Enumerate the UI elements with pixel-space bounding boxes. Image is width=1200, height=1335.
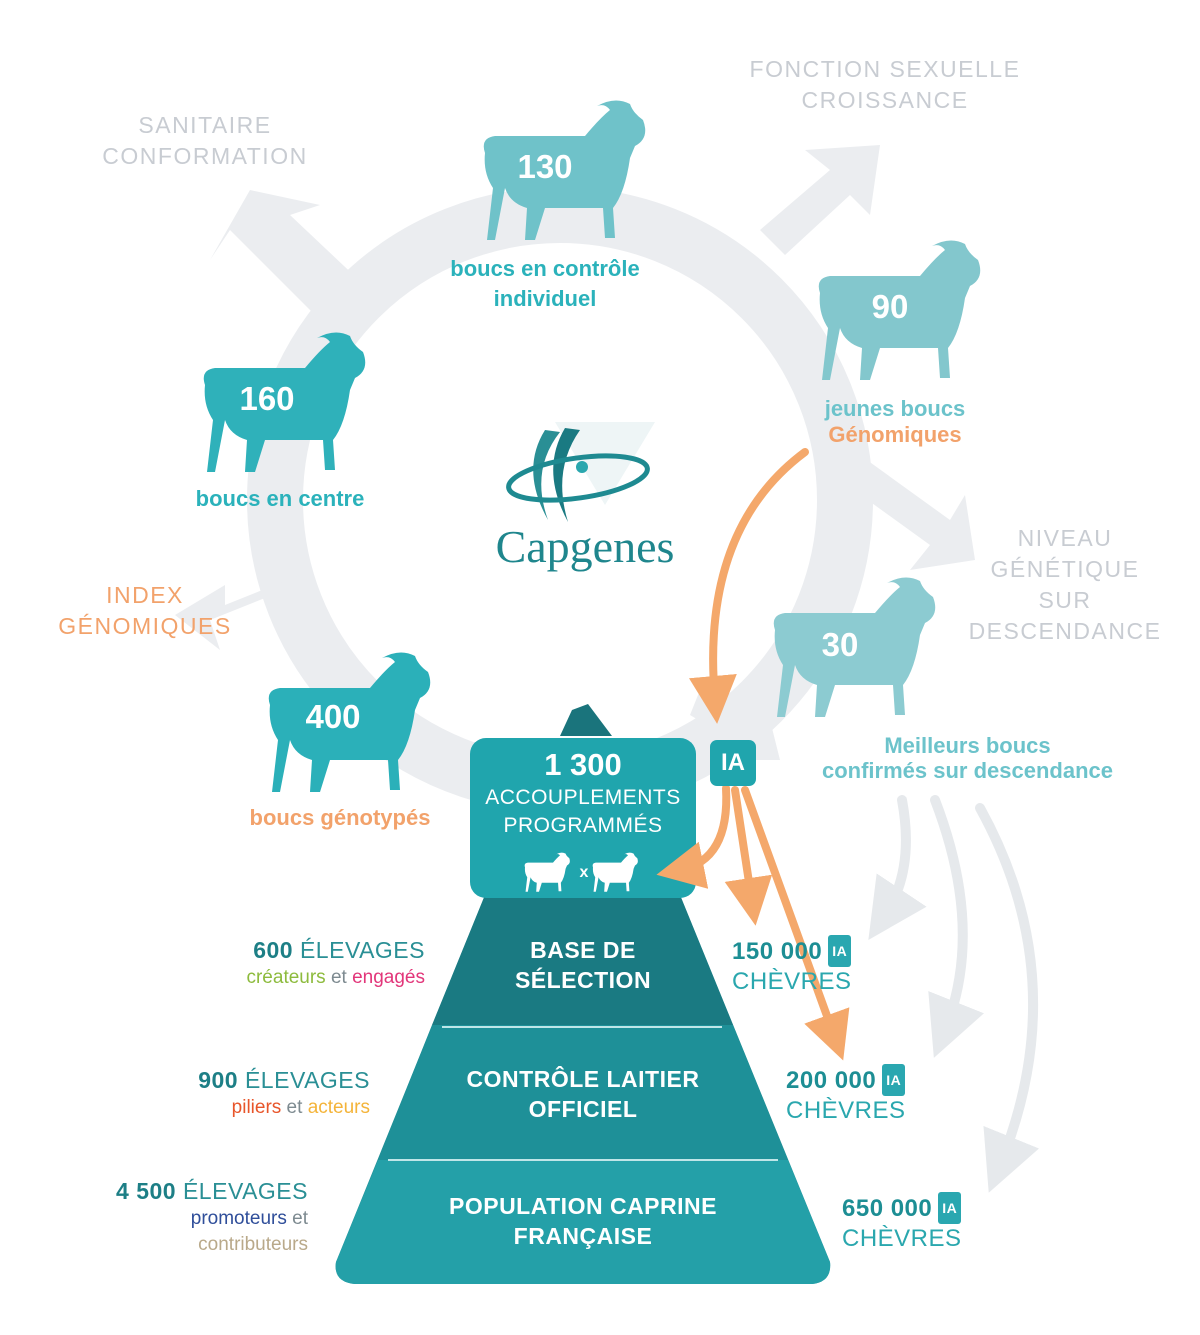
- goat-silhouettes: [203, 100, 981, 892]
- grey-right-arrows: [868, 795, 1040, 1193]
- label-boucs-controle: boucs en contrôle: [450, 256, 640, 281]
- tier1-line1: BASE DE: [530, 937, 636, 963]
- farms-600-word: ÉLEVAGES: [299, 937, 425, 963]
- label-genetique: GÉNÉTIQUE: [990, 556, 1140, 582]
- label-meilleurs-boucs: Meilleurs boucs: [884, 733, 1051, 758]
- label-niveau-genetique: NIVEAU GÉNÉTIQUE SUR DESCENDANCE: [955, 523, 1175, 647]
- farms-900: 900 ÉLEVAGES piliers et acteurs: [100, 1065, 370, 1121]
- pyramid-tier2: [378, 1025, 788, 1160]
- orange-arrows: [656, 448, 850, 1061]
- goats-650000-number: 650 000: [842, 1195, 933, 1222]
- goats-200000-number: 200 000: [786, 1067, 877, 1094]
- sub-contributeurs: contributeurs: [198, 1234, 308, 1255]
- farms-4500-sub1: promoteurs et: [40, 1206, 308, 1232]
- sub-createurs: créateurs: [246, 967, 326, 988]
- farms-900-number: 900: [198, 1067, 239, 1093]
- farms-4500-word: ÉLEVAGES: [182, 1178, 308, 1204]
- cross-symbol: x: [579, 864, 589, 881]
- goat-400-label: boucs génotypés: [220, 805, 460, 831]
- sub-engages: engagés: [352, 967, 425, 988]
- label-genomiques-boucs: Génomiques: [828, 422, 962, 447]
- label-fonction-sexuelle: FONCTION SEXUELLE: [749, 56, 1021, 82]
- tier2-line2: OFFICIEL: [528, 1096, 638, 1122]
- programmes-line2: PROGRAMMÉS: [503, 814, 663, 837]
- label-sanitaire: SANITAIRE: [138, 112, 272, 138]
- farms-4500: 4 500 ÉLEVAGES promoteurs et contributeu…: [40, 1176, 308, 1258]
- goats-650000-word: CHÈVRES: [842, 1225, 962, 1252]
- tier1-line2: SÉLECTION: [514, 967, 652, 993]
- ia-chip-200000: IA: [882, 1064, 906, 1096]
- label-jeunes-boucs: jeunes boucs: [824, 396, 966, 421]
- label-conformation: CONFORMATION: [102, 143, 308, 169]
- label-individuel: individuel: [493, 286, 597, 311]
- label-genomiques: GÉNOMIQUES: [58, 613, 232, 639]
- goats-150000-word: CHÈVRES: [732, 968, 852, 995]
- goat-400-number: 400: [305, 698, 361, 735]
- sub-promoteurs: promoteurs: [190, 1208, 287, 1229]
- sub-et-1: et: [325, 967, 353, 988]
- sub-et-3: et: [286, 1208, 308, 1229]
- label-confirmes-descendance: confirmés sur descendance: [821, 758, 1113, 783]
- ia-chip-150000: IA: [828, 935, 852, 967]
- capgenes-logo-text: Capgenes: [495, 521, 675, 572]
- tier2-line1: CONTRÔLE LAITIER: [466, 1066, 700, 1092]
- ia-badge: IA: [710, 740, 756, 786]
- accouplements-line1: ACCOUPLEMENTS: [485, 786, 681, 809]
- tier2-text: CONTRÔLE LAITIER OFFICIEL: [430, 1064, 736, 1124]
- accouplements-text: 1 300 ACCOUPLEMENTS PROGRAMMÉS: [470, 746, 696, 840]
- farms-4500-number: 4 500: [116, 1178, 177, 1204]
- label-boucs-genotypes: boucs génotypés: [249, 805, 431, 830]
- label-fonction-croissance: FONCTION SEXUELLE CROISSANCE: [735, 54, 1035, 116]
- label-sanitaire-conformation: SANITAIRE CONFORMATION: [85, 110, 325, 172]
- tier3-line1: POPULATION CAPRINE: [449, 1193, 717, 1219]
- farms-900-word: ÉLEVAGES: [244, 1067, 370, 1093]
- goat-90-number: 90: [871, 288, 909, 325]
- label-index-genomiques: INDEX GÉNOMIQUES: [45, 580, 245, 642]
- label-niveau: NIVEAU: [1017, 525, 1113, 551]
- farms-4500-sub2: contributeurs: [40, 1232, 308, 1258]
- label-descendance: DESCENDANCE: [968, 618, 1162, 644]
- ia-chip-650000: IA: [938, 1192, 962, 1224]
- accouplements-box: [470, 738, 696, 898]
- goat-160-number: 160: [239, 380, 295, 417]
- goat-30-label: Meilleurs boucs confirmés sur descendanc…: [785, 733, 1150, 783]
- farms-900-sub: piliers et acteurs: [100, 1095, 370, 1121]
- sub-acteurs: acteurs: [307, 1097, 370, 1118]
- label-croissance: CROISSANCE: [801, 87, 969, 113]
- sub-piliers: piliers: [231, 1097, 282, 1118]
- goat-90-label: jeunes boucs Génomiques: [780, 396, 1010, 448]
- goat-30-number: 30: [821, 626, 859, 663]
- pyramid-tier3: [335, 1160, 831, 1284]
- label-boucs-en-centre: boucs en centre: [195, 486, 365, 511]
- pyramid-tier1: [432, 895, 733, 1025]
- pyramid-tip: [560, 704, 612, 736]
- sub-et-2: et: [281, 1097, 308, 1118]
- accouplements-number: 1 300: [544, 747, 622, 782]
- goats-150000-number: 150 000: [732, 938, 823, 965]
- label-sur: SUR: [1038, 587, 1092, 613]
- tier3-text: POPULATION CAPRINE FRANÇAISE: [400, 1191, 766, 1251]
- farms-600-number: 600: [253, 937, 294, 963]
- capgenes-logo-mark: [506, 422, 655, 522]
- label-index: INDEX: [106, 582, 184, 608]
- goat-160-label: boucs en centre: [165, 484, 395, 514]
- goats-200000-word: CHÈVRES: [786, 1097, 906, 1124]
- farms-600: 600 ÉLEVAGES créateurs et engagés: [150, 935, 425, 991]
- goat-130-label: boucs en contrôle individuel: [420, 254, 670, 314]
- tier3-line2: FRANÇAISE: [513, 1223, 653, 1249]
- farms-600-sub: créateurs et engagés: [150, 965, 425, 991]
- tier1-text: BASE DE SÉLECTION: [470, 935, 696, 995]
- goat-130-number: 130: [517, 148, 573, 185]
